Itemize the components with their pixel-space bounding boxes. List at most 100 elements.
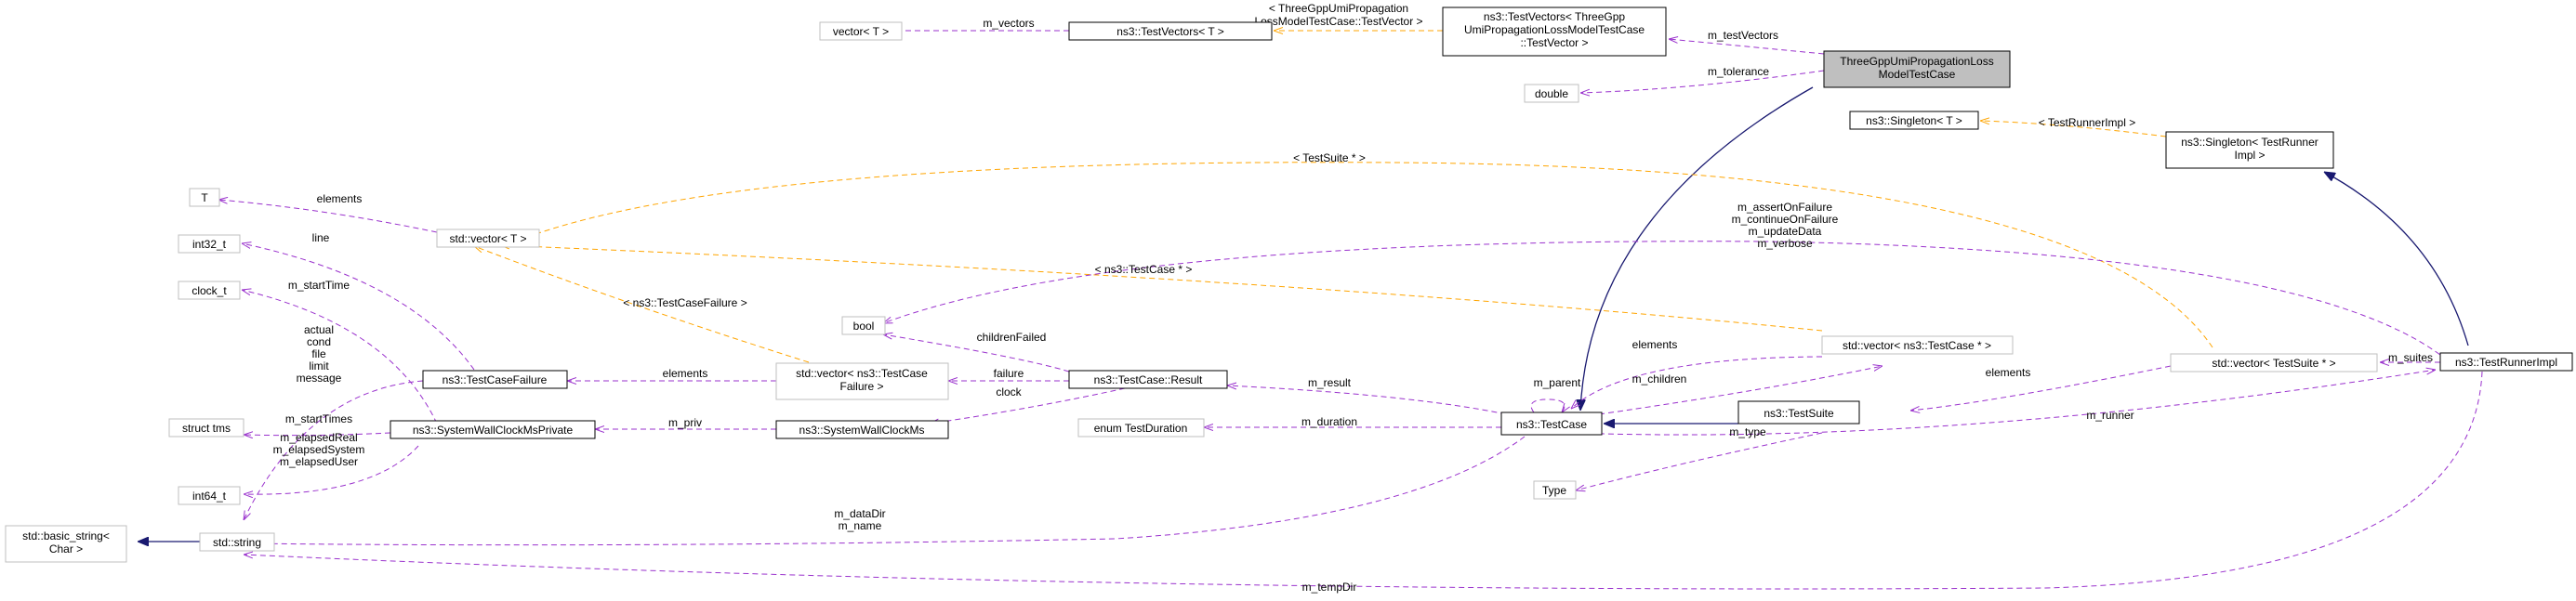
label-suite-template: < TestSuite * > bbox=[1293, 151, 1366, 164]
node-systemwallclockms[interactable]: ns3::SystemWallClockMs bbox=[775, 420, 949, 439]
label-m-duration: m_duration bbox=[1301, 415, 1357, 428]
edge-m-starttime bbox=[242, 290, 438, 425]
node-std-basic-string[interactable]: std::basic_string<Char > bbox=[5, 525, 127, 563]
svg-text:std::string: std::string bbox=[213, 536, 261, 549]
label-m-result: m_result bbox=[1308, 376, 1352, 389]
svg-text:int32_t: int32_t bbox=[192, 238, 227, 251]
edge-failure-fields bbox=[244, 380, 424, 520]
node-testcase-result[interactable]: ns3::TestCase::Result bbox=[1068, 370, 1228, 389]
node-singleton-t[interactable]: ns3::Singleton< T > bbox=[1849, 111, 1979, 130]
node-double[interactable]: double bbox=[1524, 84, 1579, 103]
svg-text:std::vector< ns3::TestCaseFail: std::vector< ns3::TestCaseFailure > bbox=[796, 367, 928, 393]
label-m-children: m_children bbox=[1632, 372, 1687, 385]
svg-text:bool: bool bbox=[853, 320, 875, 333]
edge-inherit-threegpp-testcase bbox=[1580, 86, 1814, 411]
svg-text:ns3::TestSuite: ns3::TestSuite bbox=[1764, 407, 1834, 420]
label-line: line bbox=[312, 231, 330, 244]
label-elements-tc: elements bbox=[1632, 338, 1678, 351]
node-struct-tms[interactable]: struct tms bbox=[168, 418, 244, 438]
node-std-string[interactable]: std::string bbox=[199, 532, 275, 552]
edge-m-type bbox=[1576, 432, 1823, 490]
node-testcasefailure[interactable]: ns3::TestCaseFailure bbox=[422, 370, 568, 389]
edge-failure-template bbox=[474, 246, 810, 363]
svg-text:int64_t: int64_t bbox=[192, 490, 227, 503]
edge-m-testvectors bbox=[1669, 39, 1825, 55]
node-testrunnerimpl[interactable]: ns3::TestRunnerImpl bbox=[2439, 352, 2573, 372]
label-failure: failure bbox=[994, 367, 1024, 380]
svg-text:ns3::TestVectors< ThreeGppUmiP: ns3::TestVectors< ThreeGppUmiPropagation… bbox=[1464, 10, 1645, 49]
edge-childrenfailed bbox=[883, 334, 1070, 372]
edge-inherit-runner-singleton bbox=[2324, 172, 2469, 346]
svg-text:vector< T >: vector< T > bbox=[833, 25, 889, 38]
node-int64[interactable]: int64_t bbox=[178, 486, 241, 505]
edge-m-parent bbox=[1530, 398, 1565, 412]
svg-text:std::basic_string<Char >: std::basic_string<Char > bbox=[22, 529, 110, 555]
label-m-priv: m_priv bbox=[668, 416, 702, 429]
node-int32[interactable]: int32_t bbox=[178, 234, 241, 254]
svg-text:std::vector< ns3::TestCase * >: std::vector< ns3::TestCase * > bbox=[1843, 339, 1991, 352]
label-m-starttimes: m_startTimes bbox=[285, 412, 352, 425]
edge-runner-template bbox=[1980, 121, 2167, 137]
edge-m-runner bbox=[1570, 370, 2436, 436]
svg-text:double: double bbox=[1535, 87, 1568, 100]
svg-text:ns3::SystemWallClockMs: ns3::SystemWallClockMs bbox=[799, 424, 925, 437]
edges bbox=[138, 31, 2483, 590]
node-T[interactable]: T bbox=[189, 188, 220, 207]
label-m-testvectors: m_testVectors bbox=[1708, 29, 1778, 42]
svg-text:ns3::TestCase: ns3::TestCase bbox=[1516, 418, 1587, 431]
svg-text:ns3::TestCaseFailure: ns3::TestCaseFailure bbox=[443, 373, 548, 386]
edge-m-tempdir bbox=[244, 371, 2483, 590]
label-elements-T: elements bbox=[317, 192, 363, 205]
node-type[interactable]: Type bbox=[1533, 480, 1577, 500]
edge-suite-template bbox=[525, 162, 2213, 348]
node-vector-t[interactable]: vector< T > bbox=[819, 21, 903, 41]
label-m-tolerance: m_tolerance bbox=[1708, 65, 1769, 78]
edge-data-name bbox=[244, 436, 1526, 545]
svg-text:enum TestDuration: enum TestDuration bbox=[1094, 422, 1188, 435]
edge-testcase-template bbox=[500, 245, 1823, 332]
node-clock-t[interactable]: clock_t bbox=[178, 281, 241, 300]
node-std-vector-t[interactable]: std::vector< T > bbox=[436, 229, 540, 248]
label-childrenfailed: childrenFailed bbox=[977, 331, 1047, 344]
svg-text:ns3::Singleton< T >: ns3::Singleton< T > bbox=[1866, 114, 1962, 127]
label-m-parent: m_parent bbox=[1534, 376, 1581, 389]
node-testcase[interactable]: ns3::TestCase bbox=[1500, 412, 1603, 436]
label-elements-failure: elements bbox=[663, 367, 708, 380]
node-bool[interactable]: bool bbox=[841, 316, 886, 335]
svg-text:std::vector< TestSuite * >: std::vector< TestSuite * > bbox=[2212, 357, 2335, 370]
edge-m-tolerance bbox=[1580, 70, 1825, 93]
label-m-starttime: m_startTime bbox=[288, 279, 350, 292]
label-m-runner: m_runner bbox=[2086, 409, 2133, 422]
label-clock: clock bbox=[996, 385, 1022, 398]
svg-text:ns3::TestRunnerImpl: ns3::TestRunnerImpl bbox=[2455, 356, 2557, 369]
node-systemwallclockmsprivate[interactable]: ns3::SystemWallClockMsPrivate bbox=[390, 420, 596, 439]
edge-m-result bbox=[1227, 385, 1507, 415]
node-enum-testduration[interactable]: enum TestDuration bbox=[1077, 418, 1205, 438]
svg-text:ns3::TestVectors< T >: ns3::TestVectors< T > bbox=[1116, 25, 1224, 38]
svg-text:std::vector< T >: std::vector< T > bbox=[450, 232, 527, 245]
label-m-vectors: m_vectors bbox=[983, 17, 1034, 30]
node-std-vector-testsuite[interactable]: std::vector< TestSuite * > bbox=[2170, 353, 2378, 372]
edge-elements-ts bbox=[1910, 365, 2172, 411]
edge-line bbox=[242, 243, 475, 371]
edge-elapsed bbox=[244, 445, 419, 494]
node-testvectors-t[interactable]: ns3::TestVectors< T > bbox=[1068, 21, 1273, 41]
label-runner-template: < TestRunnerImpl > bbox=[2039, 116, 2136, 129]
svg-text:ns3::Singleton< TestRunnerImpl: ns3::Singleton< TestRunnerImpl > bbox=[2181, 136, 2318, 162]
node-testsuite[interactable]: ns3::TestSuite bbox=[1737, 400, 1860, 425]
svg-text:clock_t: clock_t bbox=[192, 284, 227, 297]
node-std-vector-testcase[interactable]: std::vector< ns3::TestCase * > bbox=[1821, 335, 2014, 355]
edge-m-children bbox=[1598, 366, 1882, 415]
svg-text:ns3::TestCase::Result: ns3::TestCase::Result bbox=[1094, 373, 1203, 386]
